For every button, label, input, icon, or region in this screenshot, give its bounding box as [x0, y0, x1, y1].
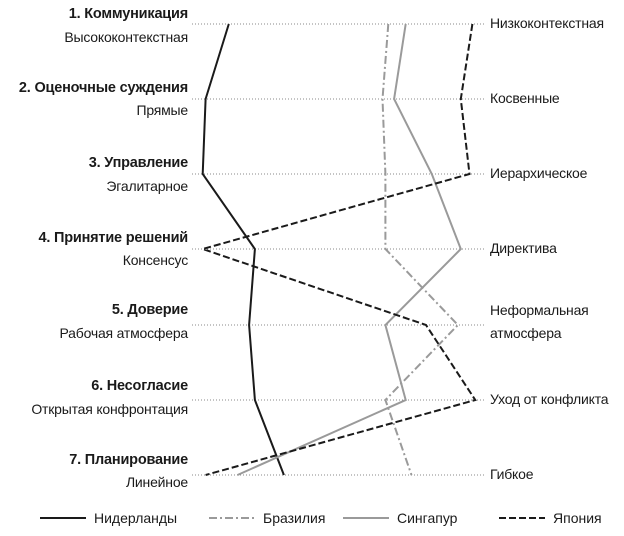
- legend-label: Бразилия: [263, 510, 326, 526]
- row-4-left-pole: Консенсус: [122, 252, 188, 268]
- row-5-right-pole-line1: Неформальная: [490, 302, 589, 318]
- row-6-right-pole: Уход от конфликта: [490, 391, 609, 407]
- row-5-left-pole: Рабочая атмосфера: [59, 325, 189, 341]
- legend: Нидерланды Бразилия Сингапур Япония: [0, 510, 624, 530]
- legend-label: Сингапур: [397, 510, 458, 526]
- row-2-right-pole: Косвенные: [490, 90, 560, 106]
- row-6-title: 6. Несогласие: [91, 378, 188, 394]
- row-3-left-pole: Эгалитарное: [106, 178, 188, 194]
- row-2-title: 2. Оценочные суждения: [18, 80, 188, 96]
- series-line-Бразилия: [381, 23, 460, 476]
- row-2-left-pole: Прямые: [136, 102, 188, 118]
- row-1-title: 1. Коммуникация: [68, 6, 188, 22]
- legend-swatch-solid-gray-icon: [343, 517, 389, 519]
- row-1-left-pole: Высококонтекстная: [64, 29, 188, 45]
- row-7-title: 7. Планирование: [69, 452, 188, 468]
- row-5-right-pole-line2: атмосфера: [490, 325, 562, 341]
- legend-item-netherlands: Нидерланды: [40, 510, 177, 526]
- profile-chart: [192, 23, 486, 476]
- row-5-title: 5. Доверие: [111, 302, 188, 318]
- series-lines: [199, 23, 477, 476]
- row-3-right-pole: Иерархическое: [490, 165, 588, 181]
- row-6-left-pole: Открытая конфронтация: [31, 401, 188, 417]
- series-line-Япония: [199, 23, 477, 476]
- row-7-left-pole: Линейное: [125, 474, 188, 490]
- legend-item-japan: Япония: [499, 510, 602, 526]
- legend-item-singapore: Сингапур: [343, 510, 457, 526]
- legend-label: Нидерланды: [94, 510, 178, 526]
- row-4-right-pole: Директива: [490, 240, 557, 256]
- legend-swatch-dashed-black-icon: [499, 517, 545, 519]
- legend-label: Япония: [553, 510, 602, 526]
- series-line-Сингапур: [237, 23, 462, 476]
- row-3-title: 3. Управление: [88, 155, 188, 171]
- legend-item-brazil: Бразилия: [209, 510, 325, 526]
- series-line-Нидерланды: [201, 23, 285, 476]
- legend-swatch-dashdot-gray-icon: [209, 517, 255, 519]
- gridlines: [192, 23, 486, 476]
- row-1-right-pole: Низкоконтекстная: [490, 15, 604, 31]
- legend-swatch-solid-black-icon: [40, 517, 86, 519]
- row-7-right-pole: Гибкое: [490, 466, 534, 482]
- row-4-title: 4. Принятие решений: [38, 230, 189, 246]
